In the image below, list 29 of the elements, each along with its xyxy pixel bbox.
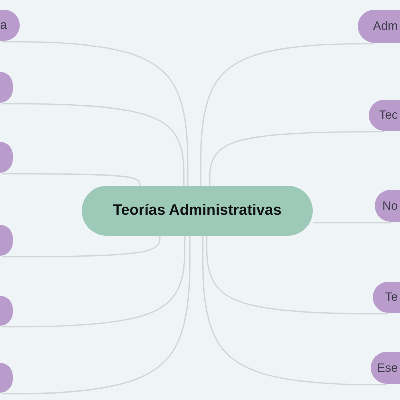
subtopic-pill [371,352,400,384]
subtopic-pill [0,296,13,326]
connector-line [209,131,384,186]
subtopic-pill [369,100,400,131]
subtopic-pill [358,10,400,43]
subtopic-pill [0,72,13,103]
topic-label: Adm [373,19,398,34]
connector-line [2,173,141,186]
connector-line [202,236,387,386]
subtopic-pill [0,225,13,256]
subtopic-pill [0,10,20,41]
connector-line [200,43,374,186]
subtopic-pill [0,142,13,173]
topic-label: Tec [379,108,398,123]
subtopic-pill [375,190,400,222]
subtopic-pill [373,282,400,313]
topic-label: No [382,198,398,214]
topic-label: Te [385,290,398,305]
connector-line [2,236,186,328]
connector-line [206,236,388,315]
connector-line [2,103,185,186]
topic-label: Teorías Administrativas [113,202,282,220]
connector-line [2,41,189,186]
topic-label: Ese [377,360,398,376]
connector-line [2,236,161,258]
central-topic-pill [82,186,313,236]
subtopic-pill [0,363,13,393]
topic-label: a [0,18,7,33]
connector-line [2,236,191,395]
